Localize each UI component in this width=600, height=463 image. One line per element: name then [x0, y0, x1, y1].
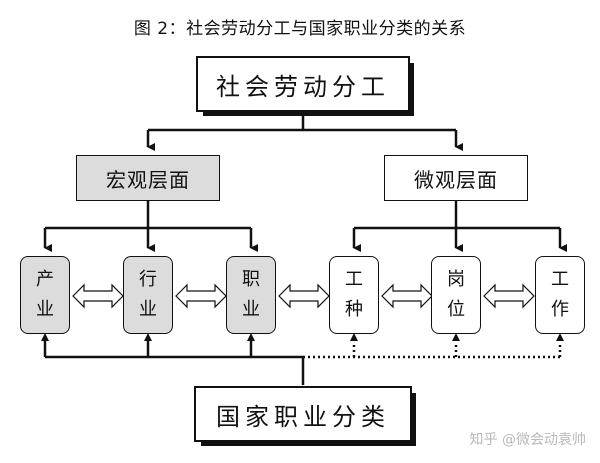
double-arrow-1 [72, 283, 124, 309]
double-arrow-4 [381, 283, 433, 309]
double-arrow-3 [278, 283, 330, 309]
leaf-box-work-type: 工 种 [329, 256, 379, 334]
leaf-label: 业 [36, 299, 54, 320]
top-split-connector [146, 113, 463, 151]
leaf-label: 职 [242, 269, 260, 290]
top-node-box: 社会劳动分工 [196, 56, 414, 116]
bottom-dotted-arrowheads [350, 333, 564, 341]
micro-node-label: 微观层面 [414, 167, 498, 192]
figure-title: 图 2：社会劳动分工与国家职业分类的关系 [133, 19, 467, 39]
leaf-label: 种 [345, 299, 363, 320]
leaf-label: 位 [447, 299, 465, 320]
leaf-label: 工 [345, 269, 363, 290]
leaf-label: 作 [551, 299, 569, 320]
bottom-solid-collector [43, 340, 305, 385]
bottom-node-box: 国家职业分类 [194, 386, 416, 446]
leaf-label: 业 [242, 299, 260, 320]
micro-split-connector [352, 201, 567, 252]
double-arrow-5 [483, 283, 535, 309]
leaf-box-post: 岗 位 [431, 256, 481, 334]
bottom-solid-arrowheads [41, 333, 255, 341]
double-arrow-2 [175, 283, 227, 309]
leaf-label: 岗 [447, 269, 465, 290]
leaf-box-job: 工 作 [535, 256, 585, 334]
bottom-dotted-collector [303, 342, 562, 359]
top-node-label: 社会劳动分工 [216, 72, 390, 101]
leaf-label: 业 [139, 299, 157, 320]
macro-split-connector [43, 201, 258, 252]
leaf-label: 行 [139, 269, 157, 290]
macro-node-box: 宏观层面 [76, 155, 220, 201]
bottom-node-label: 国家职业分类 [216, 402, 390, 431]
leaf-label: 工 [551, 269, 569, 290]
leaf-box-occupation: 职 业 [226, 256, 276, 334]
macro-node-label: 宏观层面 [106, 167, 190, 192]
leaf-box-industry: 产 业 [20, 256, 70, 334]
watermark: 知乎 @微会动袁帅 [469, 432, 586, 448]
leaf-box-trade: 行 业 [123, 256, 173, 334]
micro-node-box: 微观层面 [384, 155, 528, 201]
leaf-label: 产 [36, 269, 54, 290]
